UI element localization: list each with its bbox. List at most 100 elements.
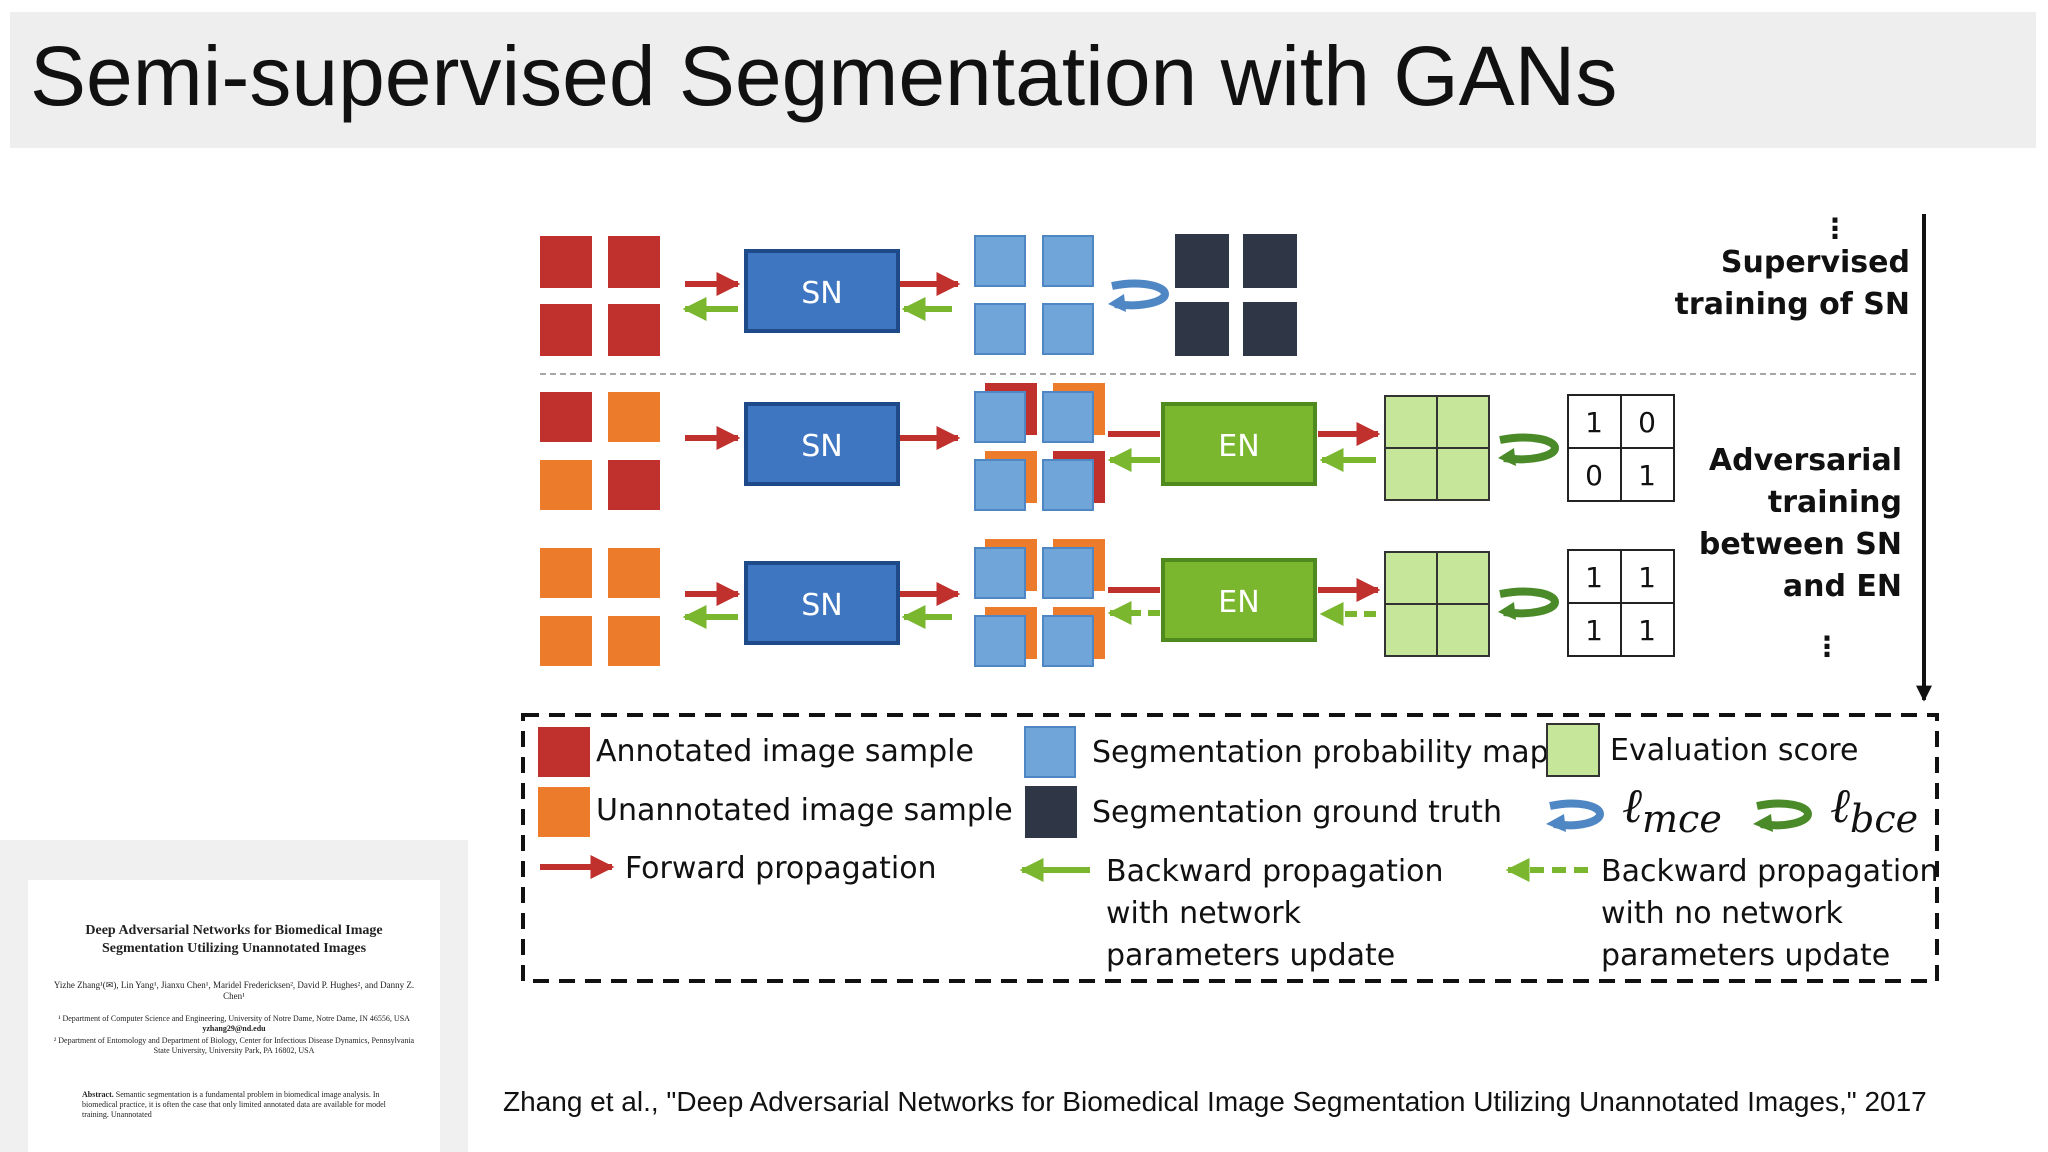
probability-map — [974, 391, 1026, 443]
probability-map — [974, 547, 1026, 599]
probability-map — [974, 459, 1026, 511]
legend-swatch-unannotated — [538, 787, 590, 837]
annotated-sample — [540, 304, 592, 356]
matrix-cell: 1 — [1638, 459, 1656, 492]
probability-map — [1042, 303, 1094, 355]
bce-loss-arrowhead-icon — [1498, 602, 1516, 620]
segmentation-network-box — [744, 561, 900, 645]
legend-mce-arrow-icon — [1549, 799, 1605, 830]
evaluation-score — [1436, 603, 1490, 657]
legend-backward-update: Backward propagation — [1106, 854, 1444, 889]
legend-swatch-ground-truth — [1025, 786, 1077, 838]
probability-map — [1042, 391, 1094, 443]
loss-subscript: bce — [1850, 797, 1918, 841]
legend-backward-update: parameters update — [1106, 938, 1395, 973]
legend-swatch-evaluation — [1546, 723, 1600, 777]
mce-loss-arrowhead-icon — [1108, 294, 1126, 312]
legend-forward: Forward propagation — [625, 851, 937, 886]
legend-swatch-probability — [1024, 726, 1076, 778]
matrix-cell: 1 — [1638, 561, 1656, 594]
paper-abstract: Abstract. Semantic segmentation is a fun… — [52, 1090, 416, 1120]
unannotated-sample — [608, 616, 660, 666]
unannotated-sample — [540, 616, 592, 666]
row-supervised: SN — [540, 234, 1297, 356]
legend-bce-arrow-icon — [1756, 799, 1813, 830]
unannotated-sample — [540, 460, 592, 510]
ground-truth — [1243, 302, 1297, 356]
matrix-cell: 1 — [1638, 614, 1656, 647]
loss-ell: ℓ — [1622, 778, 1642, 834]
annotated-sample — [608, 236, 660, 288]
supervised-label: training of SN — [1675, 287, 1910, 322]
evaluation-score — [1384, 603, 1438, 657]
legend-backward-no-update: Backward propagation — [1601, 854, 1939, 889]
probability-map — [1042, 615, 1094, 667]
loss-ell: ℓ — [1830, 778, 1850, 834]
evaluation-score — [1436, 551, 1490, 605]
row-adversarial-annotated: SN EN 1 0 0 1 — [540, 383, 1675, 511]
legend-bce-arrowhead-icon — [1753, 814, 1773, 832]
ground-truth — [1175, 302, 1229, 356]
probability-map — [1042, 235, 1094, 287]
legend-probability: Segmentation probability map — [1092, 735, 1549, 770]
legend-border — [521, 713, 1939, 983]
legend-backward-update: with network — [1106, 896, 1302, 931]
ellipsis-bottom: ⋮ — [1813, 630, 1841, 663]
segmentation-network-label: SN — [801, 276, 842, 311]
evaluation-network-box — [1161, 402, 1317, 486]
annotated-sample — [540, 392, 592, 442]
segmentation-network-label: SN — [801, 429, 842, 464]
legend-annotated: Annotated image sample — [596, 734, 974, 769]
unannotated-sample — [608, 548, 660, 598]
evaluation-score — [1384, 551, 1438, 605]
evaluation-network-label: EN — [1218, 429, 1259, 464]
evaluation-score — [1436, 447, 1490, 501]
matrix-cell: 1 — [1585, 614, 1603, 647]
adversarial-label: training — [1768, 485, 1902, 520]
probability-map — [974, 303, 1026, 355]
legend-swatch-annotated — [538, 727, 590, 777]
bce-loss-arrow-icon — [1499, 433, 1560, 464]
matrix-cell: 1 — [1585, 406, 1603, 439]
annotated-sample — [608, 304, 660, 356]
loss-subscript: mce — [1642, 797, 1722, 841]
unannotated-sample — [608, 392, 660, 442]
segmentation-network-box — [744, 249, 900, 333]
probability-map — [974, 615, 1026, 667]
adversarial-label: and EN — [1783, 569, 1902, 604]
paper-email: yzhang29@nd.edu — [202, 1024, 266, 1033]
paper-title: Deep Adversarial Networks for Biomedical… — [85, 923, 383, 956]
matrix-cell: 0 — [1585, 459, 1603, 492]
evaluation-score — [1384, 395, 1438, 449]
paper-thumbnail: Deep Adversarial Networks for Biomedical… — [28, 880, 440, 1152]
matrix-cell: 1 — [1585, 561, 1603, 594]
segmentation-network-box — [744, 402, 900, 486]
legend: Annotated image sample Unannotated image… — [521, 713, 1939, 983]
legend-mce-symbol: ℓmce — [1622, 778, 1722, 841]
probability-map — [1042, 459, 1094, 511]
evaluation-score — [1384, 447, 1438, 501]
supervised-label: Supervised — [1721, 245, 1910, 280]
bce-loss-arrowhead-icon — [1498, 448, 1516, 466]
mce-loss-arrow-icon — [1111, 279, 1170, 310]
evaluation-score — [1436, 395, 1490, 449]
row-adversarial-unannotated: SN EN 1 1 1 1 — [540, 539, 1675, 667]
adversarial-label: between SN — [1699, 527, 1902, 562]
legend-mce-arrowhead-icon — [1546, 814, 1566, 832]
paper-affiliation: ¹ Department of Computer Science and Eng… — [58, 1014, 410, 1023]
legend-bce-symbol: ℓbce — [1830, 778, 1918, 841]
probability-map — [1042, 547, 1094, 599]
legend-backward-no-update: with no network — [1601, 896, 1844, 931]
segmentation-network-label: SN — [801, 588, 842, 623]
slide-title: Semi-supervised Segmentation with GANs — [30, 29, 1618, 123]
bce-loss-arrow-icon — [1499, 587, 1560, 618]
citation: Zhang et al., "Deep Adversarial Networks… — [503, 1086, 1927, 1117]
adversarial-label: Adversarial — [1709, 443, 1902, 478]
ellipsis-top: ⋮ — [1821, 212, 1849, 245]
evaluation-network-label: EN — [1218, 585, 1259, 620]
matrix-cell: 0 — [1638, 406, 1656, 439]
paper-abstract-label: Abstract. — [82, 1090, 114, 1099]
legend-backward-no-update: parameters update — [1601, 938, 1890, 973]
title-bar — [10, 12, 2036, 148]
